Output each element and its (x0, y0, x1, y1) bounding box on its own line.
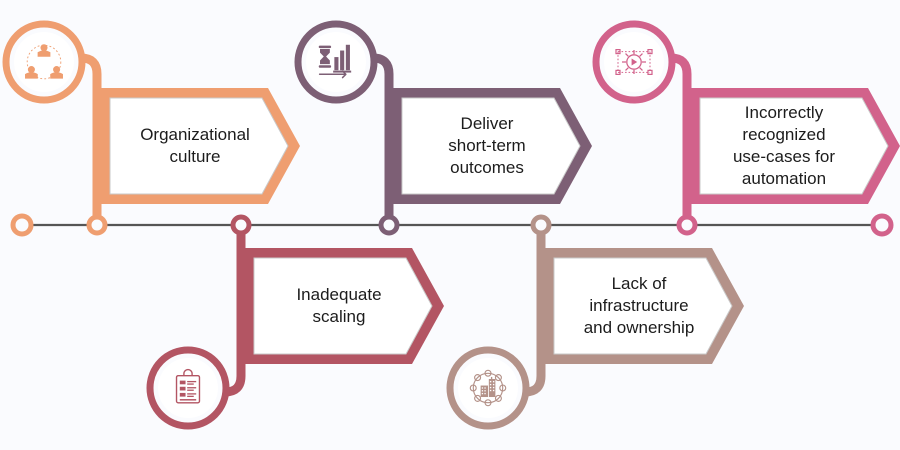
icon-badge-incorrectly-recognized-use-cases[interactable] (592, 20, 676, 104)
icon-badge-lack-of-infrastructure-and-ownership[interactable] (446, 346, 530, 430)
timeline-node-incorrectly-recognized-use-cases[interactable] (676, 214, 698, 236)
timeline-node-organizational-culture[interactable] (86, 214, 108, 236)
milestone-box-deliver-short-term-outcomes[interactable] (389, 88, 592, 204)
milestone-box-lack-of-infrastructure-and-ownership[interactable] (541, 248, 744, 364)
timeline-node-start[interactable] (10, 213, 34, 237)
milestone-box-organizational-culture[interactable] (97, 88, 300, 204)
timeline-node-lack-of-infrastructure-and-ownership[interactable] (530, 214, 552, 236)
milestone-box-inadequate-scaling[interactable] (241, 248, 444, 364)
timeline-node-deliver-short-term-outcomes[interactable] (378, 214, 400, 236)
icon-badge-inadequate-scaling[interactable] (146, 346, 230, 430)
icon-badge-organizational-culture[interactable] (2, 20, 86, 104)
timeline-node-end[interactable] (870, 213, 894, 237)
timeline-node-inadequate-scaling[interactable] (230, 214, 252, 236)
milestone-box-incorrectly-recognized-use-cases[interactable] (687, 88, 900, 204)
icon-badge-deliver-short-term-outcomes[interactable] (294, 20, 378, 104)
